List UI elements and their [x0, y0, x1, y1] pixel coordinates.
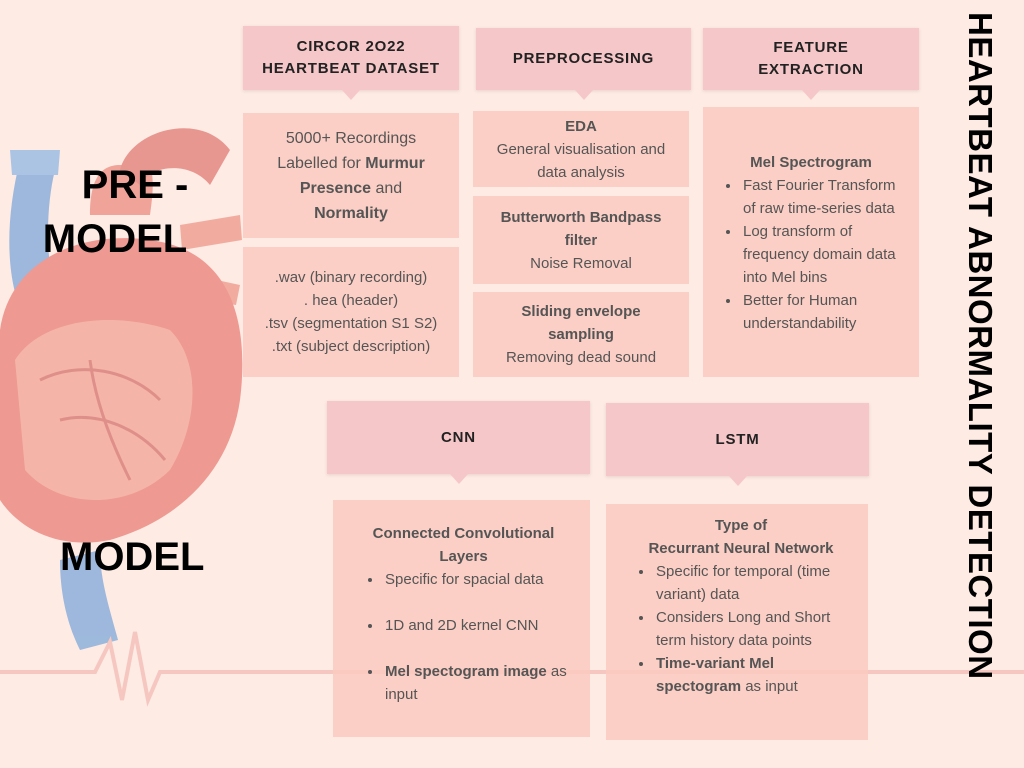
step-title: EDA [565, 115, 597, 138]
text: input [385, 686, 418, 703]
text: into Mel bins [743, 269, 827, 286]
header-line: CIRCOR 2O22 [262, 36, 440, 58]
page-title: HEARTBEAT ABNORMALITY DETECTION [958, 12, 1002, 752]
text: Recurrant Neural Network [622, 537, 860, 560]
text: as input [741, 678, 798, 695]
bold-text: Time-variant Mel [656, 655, 774, 672]
text: and [371, 180, 402, 197]
preprocessing-butterworth-box: Butterworth Bandpass filter Noise Remova… [473, 196, 689, 284]
header-line: CNN [441, 427, 476, 449]
text: understandability [743, 315, 856, 332]
preprocessing-eda-box: EDA General visualisation and data analy… [473, 111, 689, 187]
header-lstm: LSTM [606, 403, 869, 476]
preprocessing-envelope-box: Sliding envelope sampling Removing dead … [473, 292, 689, 377]
text: Specific for spacial data [385, 571, 543, 588]
step-desc: Noise Removal [530, 252, 632, 275]
feature-bullet: Log transform of frequency domain data int… [741, 220, 911, 289]
header-feature-extraction: FEATURE EXTRACTION [703, 28, 919, 90]
file-type: .tsv (segmentation S1 S2) [265, 312, 438, 335]
bold-text: Presence [300, 180, 371, 197]
feature-bullets: Fast Fourier Transform of raw time-series… [723, 174, 911, 335]
feature-extraction-box: Mel Spectrogram Fast Fourier Transform of… [703, 107, 919, 377]
header-cnn: CNN [327, 401, 590, 474]
header-line: EXTRACTION [758, 59, 864, 81]
step-desc: data analysis [537, 161, 625, 184]
header-line: PREPROCESSING [513, 48, 654, 70]
feature-title: Mel Spectrogram [711, 151, 911, 174]
header-dataset: CIRCOR 2O22 HEARTBEAT DATASET [243, 26, 459, 90]
text: Layers [351, 545, 576, 568]
text: Specific for temporal (time [656, 563, 830, 580]
recordings-label-line: Labelled for Murmur [277, 151, 425, 176]
file-type: .txt (subject description) [272, 335, 430, 358]
text: Connected Convolutional [351, 522, 576, 545]
text: of raw time-series data [743, 200, 895, 217]
bold-text: spectogram [656, 678, 741, 695]
feature-bullet: Better for Human understandability [741, 289, 911, 335]
step-title: Butterworth Bandpass [501, 206, 662, 229]
text: as [547, 663, 567, 680]
text: Log transform of [743, 223, 852, 240]
lstm-bullet: Considers Long and Short term history dat… [654, 606, 860, 652]
cnn-box: Connected Convolutional Layers Specific … [333, 500, 590, 737]
file-type: .wav (binary recording) [275, 266, 428, 289]
lstm-title: Type of Recurrant Neural Network [622, 514, 860, 560]
step-title: Sliding envelope [521, 300, 640, 323]
feature-bullet: Fast Fourier Transform of raw time-series… [741, 174, 911, 220]
header-line: FEATURE [758, 37, 864, 59]
text: frequency domain data [743, 246, 896, 263]
dataset-recordings-box: 5000+ Recordings Labelled for Murmur Pre… [243, 113, 459, 238]
bold-text: Normality [314, 205, 388, 222]
section-label-line: MODEL [0, 212, 230, 266]
step-title: filter [565, 229, 598, 252]
file-type: . hea (header) [304, 289, 398, 312]
step-desc: General visualisation and [497, 138, 665, 161]
bold-text: Murmur [365, 155, 425, 172]
lstm-box: Type of Recurrant Neural Network Specifi… [606, 504, 868, 740]
header-line: LSTM [715, 429, 759, 451]
bold-text: Mel spectogram image [385, 663, 547, 680]
text: 1D and 2D kernel CNN [385, 617, 538, 634]
section-label-line: PRE - [40, 158, 230, 212]
text: Fast Fourier Transform [743, 177, 896, 194]
lstm-bullet: Time-variant Mel spectogram as input [654, 652, 860, 698]
recordings-count: 5000+ Recordings [286, 126, 416, 151]
step-desc: Removing dead sound [506, 346, 656, 369]
step-title: sampling [548, 323, 614, 346]
header-line: HEARTBEAT DATASET [262, 58, 440, 80]
lstm-bullet: Specific for temporal (time variant) data [654, 560, 860, 606]
text: Better for Human [743, 292, 857, 309]
cnn-bullet: Specific for spacial data [383, 568, 576, 591]
section-label-pre-model: PRE - MODEL [40, 158, 230, 266]
text: variant) data [656, 586, 739, 603]
cnn-bullets: Specific for spacial data 1D and 2D kern… [365, 568, 576, 706]
cnn-title: Connected Convolutional Layers [351, 522, 576, 568]
header-preprocessing: PREPROCESSING [476, 28, 691, 90]
text: term history data points [656, 632, 812, 649]
text: Type of [622, 514, 860, 537]
cnn-bullet: 1D and 2D kernel CNN [383, 614, 576, 637]
lstm-bullets: Specific for temporal (time variant) data… [636, 560, 860, 698]
recordings-label-line: Presence and [300, 176, 402, 201]
dataset-files-box: .wav (binary recording) . hea (header) .… [243, 247, 459, 377]
section-label-model: MODEL [60, 530, 204, 584]
cnn-bullet: Mel spectogram image as input [383, 660, 576, 706]
text: Considers Long and Short [656, 609, 830, 626]
text: Labelled for [277, 155, 365, 172]
recordings-label-line: Normality [314, 201, 388, 226]
